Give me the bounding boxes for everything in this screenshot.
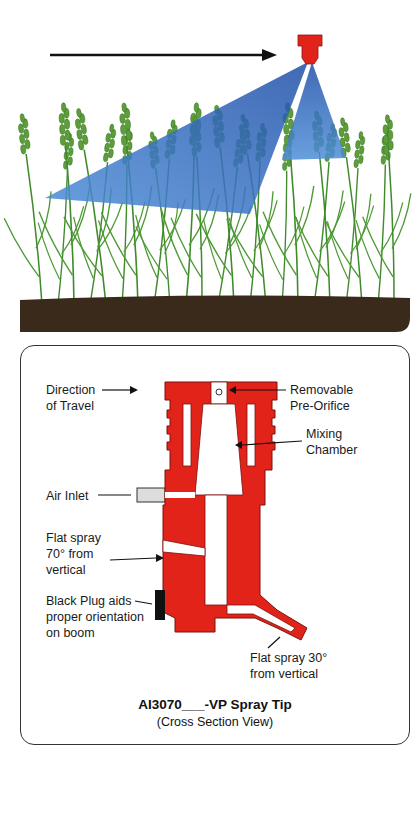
outlet-30 xyxy=(227,605,295,632)
wheat-stalk xyxy=(33,132,89,307)
part-label: Air Inlet xyxy=(46,488,106,504)
part-label: Black Plug aids proper orientation on bo… xyxy=(46,593,154,641)
travel-arrow xyxy=(50,54,264,57)
wheat-stalk xyxy=(359,114,414,306)
part-label: Flat spray 30° from vertical xyxy=(250,650,342,682)
slot xyxy=(247,404,255,466)
part-label: Mixing Chamber xyxy=(306,426,368,458)
leader-line xyxy=(242,441,302,445)
nozzle-icon xyxy=(298,35,322,64)
spray-fan xyxy=(282,62,346,160)
ground xyxy=(20,295,410,332)
orifice-hole xyxy=(216,389,222,395)
pre-orifice xyxy=(211,382,227,404)
flow-passage xyxy=(205,495,227,605)
wheat-stalk xyxy=(49,105,127,309)
arrowhead xyxy=(262,49,277,61)
mixing-chamber xyxy=(195,404,243,495)
leader-line xyxy=(98,494,131,495)
leader-line xyxy=(236,389,286,390)
black-plug xyxy=(155,590,165,620)
caption-subtitle: (Cross Section View) xyxy=(21,714,409,731)
part-label: Flat spray 70° from vertical xyxy=(46,530,110,578)
leader-line xyxy=(110,558,156,560)
nozzle-body xyxy=(163,382,307,640)
leader-lines xyxy=(98,386,302,648)
leader-line xyxy=(135,601,152,604)
caption-title: AI3070___-VP Spray Tip xyxy=(21,696,409,713)
arrowhead xyxy=(130,386,138,394)
spray-fan xyxy=(45,62,308,214)
air-inlet xyxy=(137,488,165,502)
arrowhead xyxy=(235,441,242,449)
arrowhead xyxy=(156,554,164,562)
wheat-stalk xyxy=(33,102,96,307)
part-label: Removable Pre-Orifice xyxy=(290,382,368,414)
wheat-stalk xyxy=(63,121,132,308)
outlet-70 xyxy=(163,540,205,556)
nozzle-cross-section xyxy=(137,382,307,640)
leader-line xyxy=(102,389,130,390)
part-label: Direction of Travel xyxy=(46,382,106,414)
wheat-stalk xyxy=(0,111,63,307)
arrowhead xyxy=(229,386,236,394)
leader-line xyxy=(268,637,280,648)
air-passage xyxy=(165,492,195,498)
slot xyxy=(183,404,191,466)
wheat-stalk xyxy=(352,126,407,306)
